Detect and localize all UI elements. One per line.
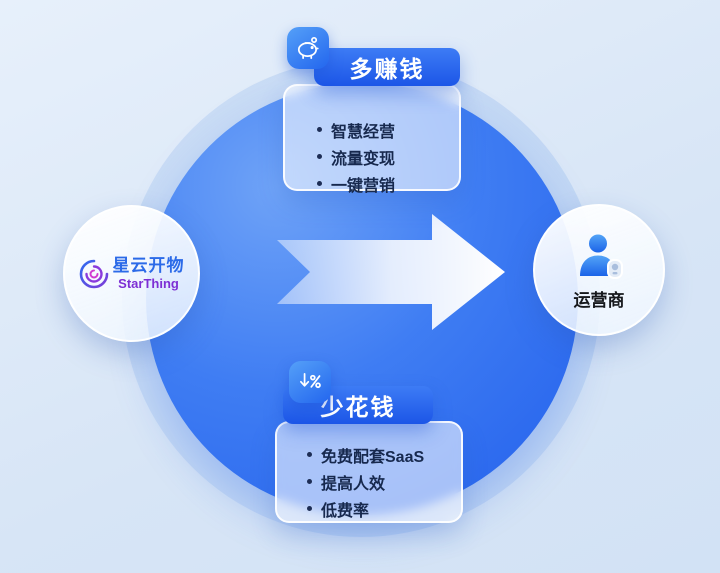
list-item: 低费率 [307,495,461,522]
logo-name-cn: 星云开物 [112,255,185,275]
bullet-dot [317,181,322,186]
bottom-card-title: 少花钱 [283,386,433,424]
percent-down-icon [289,361,331,403]
swirl-logo-icon [79,259,108,288]
list-item-label: 免费配套SaaS [321,448,425,466]
bullet-dot [307,506,312,511]
list-item: 流量变现 [317,143,459,170]
bullet-dot [307,452,312,457]
target-operator-circle: 运营商 [533,204,665,336]
list-item-label: 一键营销 [331,177,396,195]
person-icon [580,234,623,279]
piggy-bank-icon [287,27,329,69]
list-item: 免费配套SaaS [307,441,461,468]
bottom-card-title-text: 少花钱 [320,394,396,420]
bullet-dot [307,479,312,484]
list-item-label: 低费率 [321,502,370,520]
top-card-title: 多赚钱 [314,48,460,86]
list-item-label: 流量变现 [331,150,396,168]
bullet-dot [317,154,322,159]
logo-name-en: StarThing [118,275,179,291]
bottom-card-panel: 免费配套SaaS 提高人效 低费率 [275,421,463,523]
arrow-right-icon [277,214,505,330]
operator-label: 运营商 [573,291,625,310]
source-logo-circle: 星云开物 StarThing [63,205,200,342]
list-item: 智慧经营 [317,116,459,143]
top-card-title-text: 多赚钱 [349,56,425,82]
bullet-dot [317,127,322,132]
list-item: 提高人效 [307,468,461,495]
logo-texts: 星云开物 StarThing [113,256,185,292]
list-item-label: 提高人效 [321,475,386,493]
starthing-logo: 星云开物 StarThing [79,256,185,292]
list-item-label: 智慧经营 [331,123,396,141]
list-item: 一键营销 [317,170,459,197]
top-card-panel: 智慧经营 流量变现 一键营销 [283,84,461,195]
